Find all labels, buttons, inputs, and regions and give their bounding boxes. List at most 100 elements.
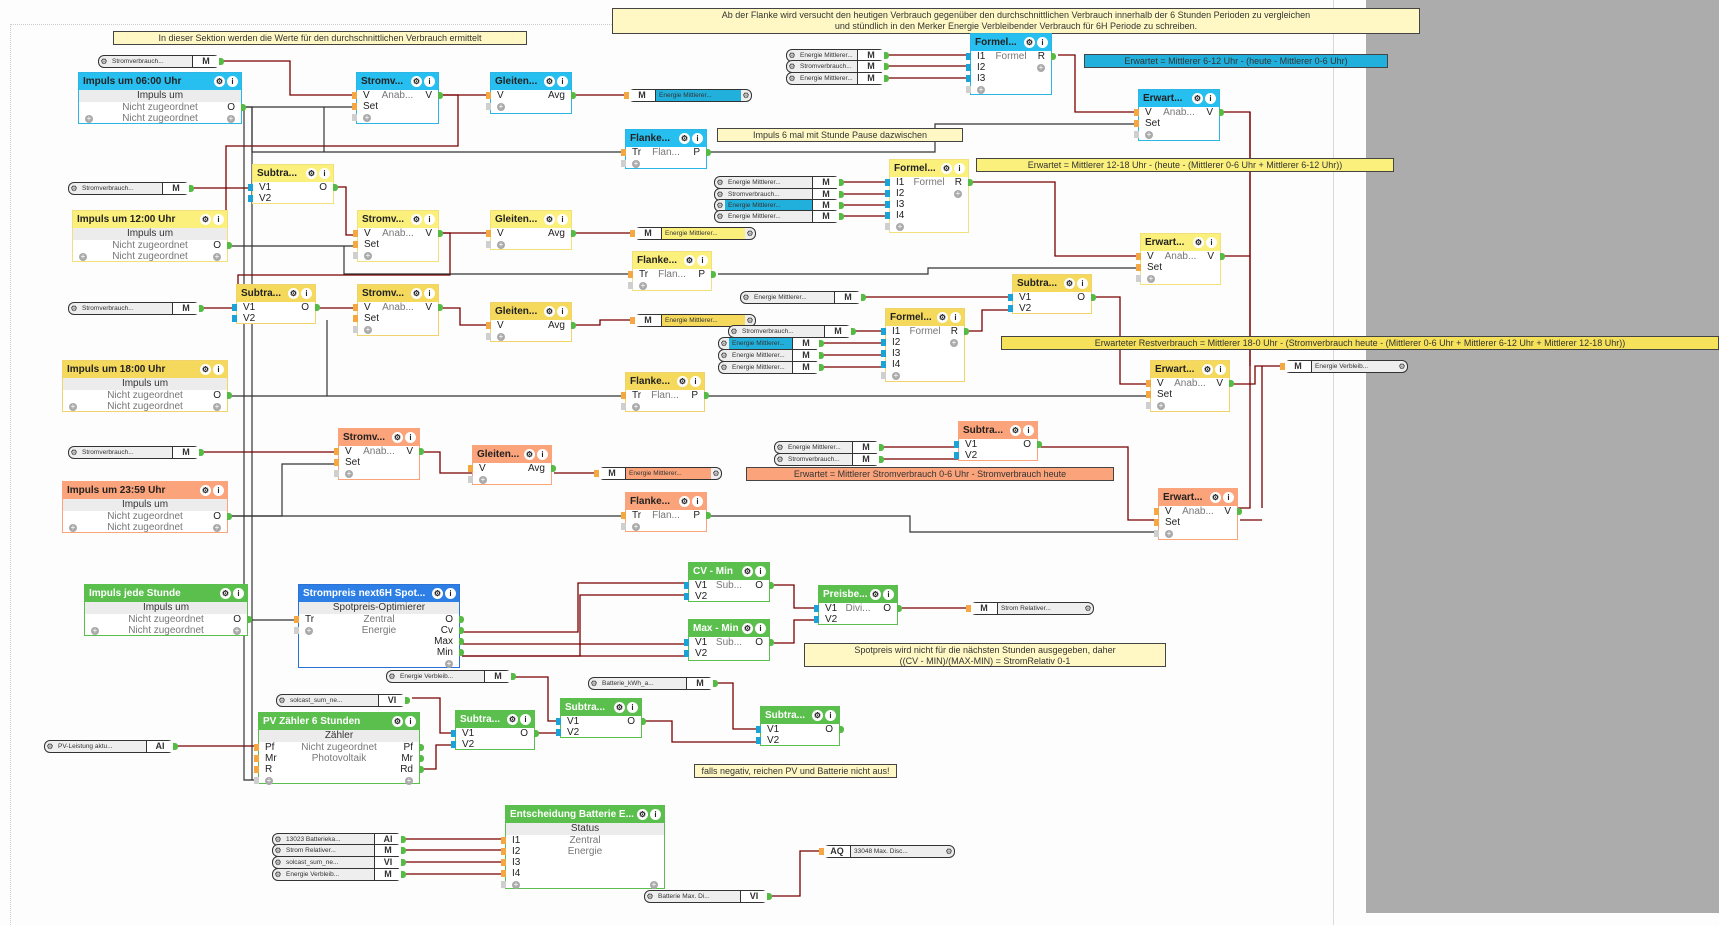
output-pin[interactable]	[713, 680, 718, 687]
input-pin[interactable]	[501, 859, 506, 866]
gear-icon[interactable]: ⚙	[712, 469, 720, 478]
add-input-icon[interactable]: +	[977, 85, 985, 94]
add-input-icon[interactable]: +	[497, 332, 505, 341]
input-pin[interactable]	[885, 223, 890, 230]
var-energie-mittlerer[interactable]: ⚙Energie Mittlerer...M	[714, 176, 844, 189]
input-pin[interactable]	[621, 149, 626, 156]
block-impuls-jede-stunde[interactable]: Impuls jede Stunde⚙i Impuls um Nicht zug…	[84, 584, 252, 636]
gear-icon[interactable]: ⚙	[1192, 93, 1203, 104]
gear-icon[interactable]: ⚙	[646, 892, 654, 901]
output-pin[interactable]	[438, 230, 443, 237]
output-pin[interactable]	[534, 730, 539, 737]
input-pin[interactable]	[621, 160, 626, 167]
info-icon[interactable]: i	[692, 496, 703, 507]
add-input-icon[interactable]: +	[497, 240, 505, 249]
output-pin[interactable]	[571, 230, 576, 237]
gear-icon[interactable]: ⚙	[716, 212, 724, 221]
output-pin[interactable]	[861, 294, 866, 301]
add-input-icon[interactable]: +	[1157, 401, 1165, 410]
output-pin[interactable]	[839, 179, 844, 186]
output-pin[interactable]	[173, 743, 178, 750]
add-output-icon[interactable]: +	[227, 114, 235, 123]
output-pin[interactable]	[839, 202, 844, 209]
input-pin[interactable]	[684, 639, 689, 646]
input-pin[interactable]	[1146, 402, 1151, 409]
input-pin[interactable]	[885, 212, 890, 219]
output-pin[interactable]	[405, 697, 410, 704]
info-icon[interactable]: i	[520, 714, 531, 725]
input-pin[interactable]	[1136, 275, 1141, 282]
gear-icon[interactable]: ⚙	[590, 679, 598, 688]
gear-icon[interactable]: ⚙	[742, 91, 750, 100]
block-strompreis-spot[interactable]: Strompreis next6H Spot...⚙i Spotpreis-Op…	[294, 584, 464, 668]
gear-icon[interactable]: ⚙	[392, 432, 403, 443]
add-input-icon[interactable]: +	[85, 114, 93, 123]
info-icon[interactable]: i	[227, 76, 238, 87]
input-pin[interactable]	[501, 870, 506, 877]
add-input-icon[interactable]: +	[69, 402, 77, 411]
gear-icon[interactable]: ⚙	[388, 672, 396, 681]
add-input-icon[interactable]: +	[305, 626, 313, 635]
input-pin[interactable]	[468, 476, 473, 483]
var-stromverbrauch[interactable]: ⚙Stromverbrauch...M	[98, 55, 224, 68]
gear-icon[interactable]: ⚙	[1024, 37, 1035, 48]
info-icon[interactable]: i	[424, 76, 435, 87]
input-pin[interactable]	[486, 333, 491, 340]
input-pin[interactable]	[254, 777, 259, 784]
info-icon[interactable]: i	[755, 623, 766, 634]
info-icon[interactable]: i	[1205, 93, 1216, 104]
gear-icon[interactable]: ⚙	[614, 702, 625, 713]
add-input-icon[interactable]: +	[265, 776, 273, 785]
output-pin[interactable]	[711, 271, 716, 278]
gear-icon[interactable]: ⚙	[937, 312, 948, 323]
input-pin[interactable]	[486, 241, 491, 248]
gear-icon[interactable]: ⚙	[1202, 364, 1213, 375]
info-icon[interactable]: i	[319, 168, 330, 179]
input-pin[interactable]	[352, 92, 357, 99]
input-pin[interactable]	[630, 317, 635, 324]
gear-icon[interactable]: ⚙	[200, 364, 211, 375]
input-pin[interactable]	[885, 190, 890, 197]
gear-icon[interactable]: ⚙	[200, 214, 211, 225]
add-input-icon[interactable]: +	[363, 113, 371, 122]
gear-icon[interactable]: ⚙	[788, 51, 796, 60]
info-icon[interactable]: i	[1206, 237, 1217, 248]
gear-icon[interactable]: ⚙	[200, 485, 211, 496]
output-pin[interactable]	[199, 305, 204, 312]
input-pin[interactable]	[885, 179, 890, 186]
output-pin[interactable]	[1220, 253, 1225, 260]
output-pin[interactable]	[839, 213, 844, 220]
output-pin[interactable]	[401, 836, 406, 843]
input-pin[interactable]	[881, 350, 886, 357]
info-icon[interactable]: i	[755, 566, 766, 577]
output-pin[interactable]	[227, 242, 232, 249]
add-input-icon[interactable]: +	[91, 626, 99, 635]
gear-icon[interactable]: ⚙	[684, 255, 695, 266]
gear-icon[interactable]: ⚙	[812, 710, 823, 721]
input-pin[interactable]	[1154, 519, 1159, 526]
input-pin[interactable]	[294, 616, 299, 623]
gear-icon[interactable]: ⚙	[288, 288, 299, 299]
add-output-icon[interactable]: +	[233, 626, 241, 635]
gear-icon[interactable]: ⚙	[679, 133, 690, 144]
var-energie-mittlerer[interactable]: ⚙Energie Mittlerer...M	[718, 361, 824, 374]
add-output-icon[interactable]: +	[213, 402, 221, 411]
output-pin[interactable]	[819, 364, 824, 371]
info-icon[interactable]: i	[1215, 364, 1226, 375]
gear-icon[interactable]: ⚙	[274, 835, 282, 844]
input-pin[interactable]	[1146, 391, 1151, 398]
gear-icon[interactable]: ⚙	[742, 293, 750, 302]
